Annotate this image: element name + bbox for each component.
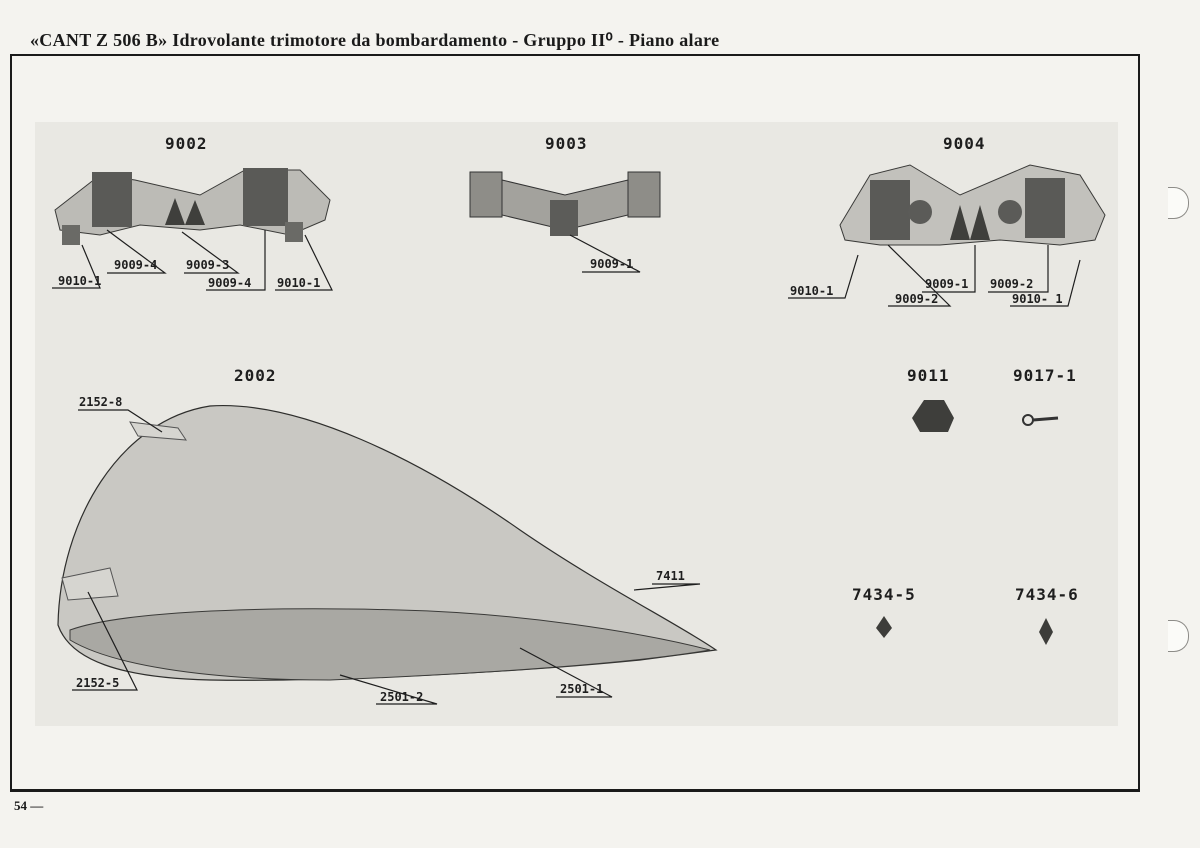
callout-7411: 7411 [656,569,685,583]
part-9003-illustration [469,171,661,236]
part-9002-illustration [54,168,331,245]
label-2002: 2002 [234,366,277,385]
callout-leader-lines [52,229,1081,705]
callout-2152-5: 2152-5 [76,676,120,690]
part-7434-6-illustration [1039,618,1053,645]
callout-2501-2: 2501-2 [380,690,424,704]
part-9004-illustration [839,164,1106,246]
callout-9010-1: 9010-1 [790,284,834,298]
callout-9009-2: 9009-2 [990,277,1034,291]
page-number: 54 — [14,798,44,813]
callout-9009-4: 9009-4 [114,258,158,272]
label-9004: 9004 [943,134,986,153]
callout-9009-1: 9009-1 [590,257,634,271]
label-9003: 9003 [545,134,588,153]
callout-9010-1: 9010-1 [58,274,102,288]
label-9002: 9002 [165,134,208,153]
label-7434-5: 7434-5 [852,585,916,604]
callout-9009-4: 9009-4 [208,276,252,290]
part-2002-illustration [57,404,718,681]
page-title: «CANT Z 506 B» Idrovolante trimotore da … [30,30,720,50]
label-7434-6: 7434-6 [1015,585,1079,604]
figure-frame [10,54,1140,792]
label-9017-1: 9017-1 [1013,366,1077,385]
callout-9009-1: 9009-1 [925,277,969,291]
callout-9009-2: 9009-2 [895,292,939,306]
callout-9010-1: 9010- 1 [1012,292,1063,306]
part-9011-illustration [912,400,954,432]
part-9017-1-illustration [1022,414,1059,426]
callout-9009-3: 9009-3 [186,258,230,272]
callout-9010-1: 9010-1 [277,276,321,290]
callout-2501-1: 2501-1 [560,682,604,696]
label-9011: 9011 [907,366,950,385]
callout-2152-8: 2152-8 [79,395,123,409]
part-7434-5-illustration [876,616,892,638]
